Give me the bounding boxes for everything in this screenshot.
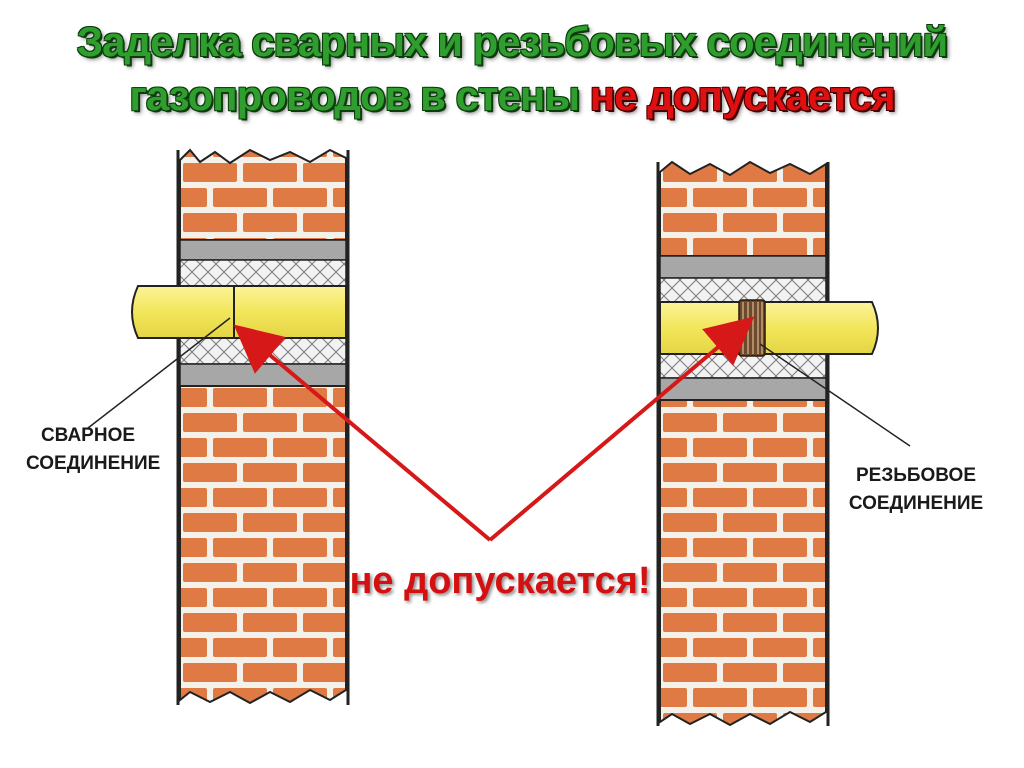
right-wall-bricks-top — [659, 160, 827, 257]
left-wall-bricks-bottom — [179, 385, 347, 705]
prohibition-arrows — [233, 316, 755, 542]
page-title-line-1: Заделка сварных и резьбовых соединений — [76, 18, 948, 65]
threaded-joint-label-line-1: РЕЗЬБОВОЕ — [855, 465, 977, 486]
welded-leader-line — [87, 317, 231, 429]
right-wall-bricks-bottom — [659, 399, 827, 727]
right-wall-seal-top — [659, 277, 827, 303]
left-wall-bricks-top — [179, 148, 347, 241]
page-title-prohibited-text: не допускается — [589, 72, 896, 119]
welded-joint-label-line-1: СВАРНОЕ — [40, 425, 136, 446]
page-title-line-2: газопроводов в стены не допускается — [0, 72, 1024, 120]
prohibition-warning: не допускается! — [349, 560, 651, 602]
left-pipe — [131, 285, 347, 339]
right-wall-sleeve-top-gray — [659, 255, 827, 279]
threaded-leader-line — [759, 343, 911, 447]
page-title-line-2-text: газопроводов в стены — [129, 72, 590, 119]
left-wall-sleeve-bottom-gray — [179, 363, 347, 387]
threaded-coupling — [738, 299, 766, 357]
right-wall-sleeve-bottom-gray — [659, 377, 827, 401]
welded-joint-label-line-2: СОЕДИНЕНИЕ — [26, 453, 161, 474]
left-wall-sleeve-top-gray — [179, 239, 347, 261]
left-wall — [176, 148, 350, 705]
threaded-joint-label: РЕЗЬБОВОЕ СОЕДИНЕНИЕ — [846, 462, 986, 518]
threaded-joint-label-line-2: СОЕДИНЕНИЕ — [848, 493, 984, 514]
welded-joint-label: СВАРНОЕ СОЕДИНЕНИЕ — [26, 422, 161, 478]
right-wall — [656, 160, 830, 727]
left-wall-seal-top — [179, 259, 347, 287]
right-pipe — [659, 299, 879, 357]
